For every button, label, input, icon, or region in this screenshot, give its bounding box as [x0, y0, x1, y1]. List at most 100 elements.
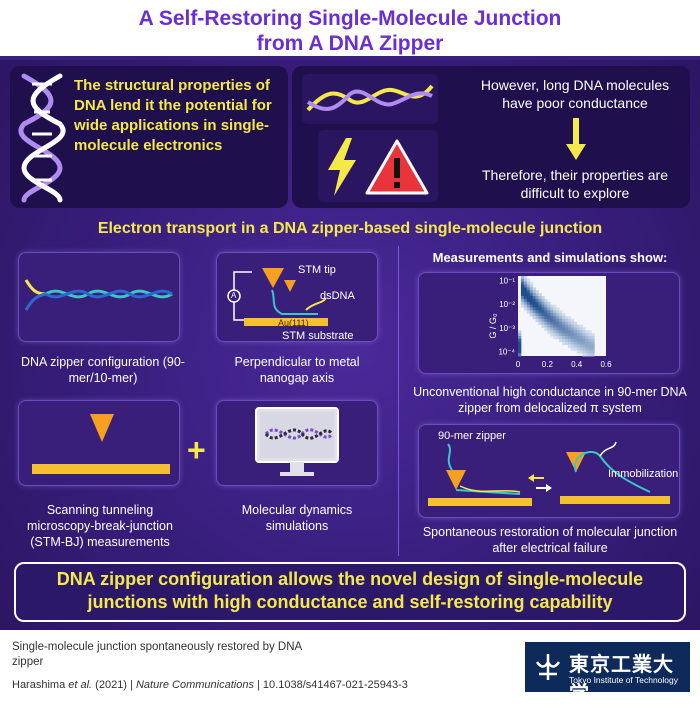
heatmap-cell	[553, 316, 557, 320]
arrow-down-icon	[566, 118, 586, 160]
heatmap-cell	[518, 341, 522, 345]
heatmap-cell	[576, 330, 580, 334]
heatmap-cell	[538, 310, 542, 314]
heatmap-cell	[588, 350, 592, 354]
heatmap-cell	[567, 333, 572, 337]
perpendicular-caption: Perpendicular to metal nanogap axis	[234, 355, 360, 385]
stm-substrate-label: STM substrate	[282, 330, 354, 342]
heatmap-cell	[567, 338, 572, 343]
heatmap-cell	[523, 293, 528, 297]
heatmap-cell	[547, 313, 551, 317]
heatmap-cell	[562, 321, 566, 325]
heatmap-cell	[553, 321, 557, 325]
heatmap-cell	[535, 304, 539, 308]
heatmap-cell	[538, 307, 542, 311]
heatmap-cell	[564, 316, 569, 320]
heatmap-cell	[556, 313, 560, 317]
junction-panel	[216, 252, 378, 342]
heatmap-cell	[550, 313, 554, 317]
heatmap-cell	[520, 293, 525, 297]
heatmap-cell	[541, 301, 545, 305]
heatmap-cell	[529, 301, 534, 305]
intro-panel	[10, 66, 288, 208]
heatmap-cell	[541, 310, 545, 314]
heatmap-cell	[570, 321, 575, 325]
heatmap-cell	[573, 341, 578, 345]
heatmap-cell	[553, 330, 557, 334]
heatmap-cell	[579, 350, 583, 354]
heatmap-cell	[550, 330, 554, 334]
zipper90-label: 90-mer zipper	[438, 430, 506, 442]
y-tick-label: 10⁻³	[499, 324, 515, 333]
heatmap-cell	[518, 336, 522, 340]
heatmap-cell	[588, 347, 592, 351]
heatmap-cell	[573, 336, 578, 340]
heatmap-cell	[556, 333, 560, 337]
y-tick-label: 10⁻²	[499, 300, 515, 309]
heatmap-cell	[585, 341, 589, 345]
heatmap-cell	[526, 278, 531, 283]
heatmap-cell	[523, 304, 528, 308]
heatmap-cell	[529, 287, 534, 291]
heatmap-cell	[564, 321, 569, 325]
heatmap-cell	[553, 327, 557, 331]
heatmap-cell	[523, 284, 528, 288]
heatmap-cell	[559, 316, 563, 320]
heatmap-cell	[570, 333, 575, 337]
heatmap-cell	[567, 324, 572, 328]
heatmap-cell	[576, 327, 580, 331]
heatmap-cell	[576, 336, 580, 340]
infographic: A Self-Restoring Single-Molecule Junctio…	[0, 0, 700, 630]
heatmap-cell	[573, 324, 578, 328]
heatmap-cell	[576, 347, 580, 351]
heatmap-cell	[547, 310, 551, 314]
heatmap-cell	[562, 333, 566, 337]
heatmap-cell	[567, 318, 572, 323]
heatmap-cell	[559, 327, 563, 331]
heatmap-cell	[559, 338, 563, 343]
heatmap-cell	[591, 344, 595, 348]
heatmap-cell	[550, 307, 554, 311]
heatmap-cell	[562, 336, 566, 340]
heatmap-cell	[567, 321, 572, 325]
heatmap-cell	[573, 321, 578, 325]
heatmap-cell	[553, 307, 557, 311]
heatmap-cell	[556, 330, 560, 334]
heatmap-cell	[562, 338, 566, 343]
heatmap-cell	[556, 327, 560, 331]
heatmap-cell	[588, 338, 592, 343]
heatmap-cell	[541, 316, 545, 320]
heatmap-cell	[556, 321, 560, 325]
heatmap-cell	[562, 324, 566, 328]
heatmap-cell	[538, 304, 542, 308]
monitor-icon	[255, 407, 339, 476]
heatmap-cell	[588, 333, 592, 337]
heatmap-cell	[518, 330, 522, 334]
heatmap-cell	[550, 318, 554, 323]
heatmap-cell	[579, 347, 583, 351]
heatmap-cell	[588, 344, 592, 348]
heatmap-cell	[559, 310, 563, 314]
heatmap-cell	[541, 304, 545, 308]
heatmap-cell	[523, 301, 528, 305]
heatmap-cell	[541, 307, 545, 311]
heatmap-cell	[567, 316, 572, 320]
heatmap-cell	[591, 353, 595, 357]
heatmap-cell	[573, 344, 578, 348]
heatmap-cell	[550, 316, 554, 320]
heatmap-cell	[582, 344, 586, 348]
immobilization-label: Immobilization	[608, 468, 679, 480]
heatmap-cell	[544, 327, 548, 331]
section-heading: Electron transport in a DNA zipper-based…	[97, 220, 603, 237]
heatmap-cell	[529, 284, 534, 288]
heatmap-cell	[518, 333, 522, 337]
heatmap-cell	[520, 281, 525, 285]
heatmap-cell	[570, 318, 575, 323]
heatmap-cell	[532, 296, 536, 300]
heatmap-cell	[538, 298, 542, 303]
heatmap-cell	[538, 301, 542, 305]
heatmap-cell	[556, 324, 560, 328]
heatmap-cell	[573, 338, 578, 343]
intro-text: The structural properties of DNA lend it…	[74, 77, 272, 154]
heatmap-cell	[529, 290, 534, 294]
